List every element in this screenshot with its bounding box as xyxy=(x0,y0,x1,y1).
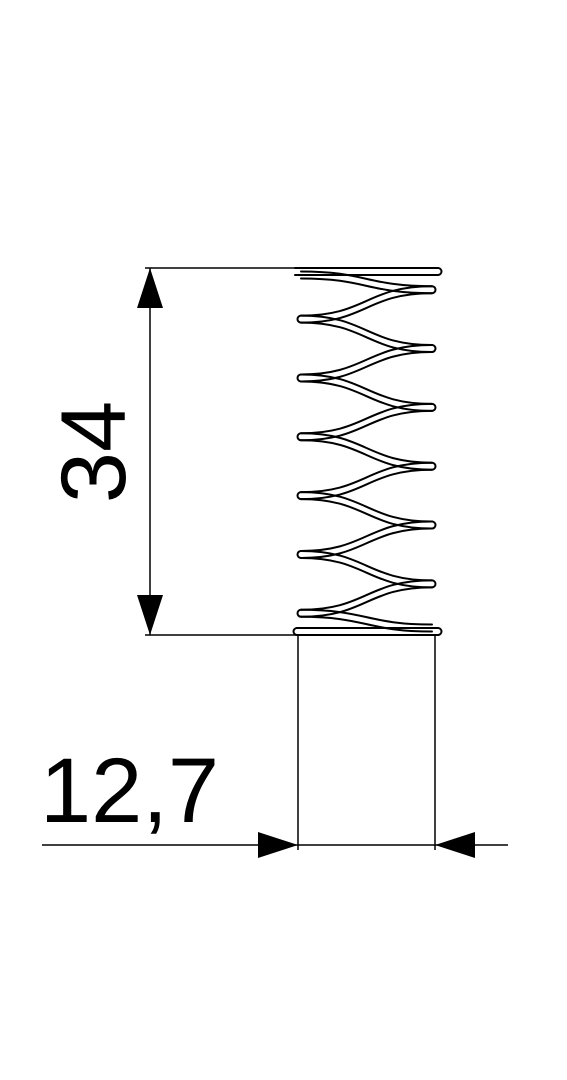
spring-coil-turn xyxy=(296,373,302,383)
spring-wire-segment xyxy=(300,461,433,501)
spring-coil-turn xyxy=(296,314,302,324)
spring-coil-turn xyxy=(296,432,302,442)
spring-bottom-end-cap-right xyxy=(437,627,443,636)
spring-wire-segment xyxy=(300,373,433,412)
height-dimension: 34 xyxy=(43,267,297,636)
spring-coil-turn xyxy=(296,491,302,501)
diameter-arrowhead-right xyxy=(435,832,475,858)
spring-wire-segment xyxy=(300,314,433,354)
spring-coils xyxy=(296,270,437,633)
spring-wire-segment xyxy=(300,491,433,530)
spring-wire-segment xyxy=(300,579,433,618)
spring-top-end-cap xyxy=(437,267,443,276)
spring-coil-turn xyxy=(431,285,437,295)
compression-spring xyxy=(292,267,443,636)
spring-wire-segment xyxy=(300,402,433,442)
spring-wire-segment xyxy=(300,608,433,633)
spring-wire-segment xyxy=(300,344,433,383)
spring-wire-segment xyxy=(300,520,433,559)
height-arrowhead-bottom xyxy=(137,595,163,635)
spring-coil-turn xyxy=(431,579,437,589)
height-dimension-label: 34 xyxy=(43,401,145,503)
spring-wire-segment xyxy=(300,270,433,295)
spring-coil-turn xyxy=(431,402,437,412)
spring-coil-turn xyxy=(431,344,437,354)
spring-coil-turn xyxy=(296,608,302,618)
diameter-arrowhead-left xyxy=(258,832,298,858)
spring-coil-turn xyxy=(431,520,437,530)
spring-bottom-end-cap-left xyxy=(292,627,298,636)
diameter-dimension-label: 12,7 xyxy=(40,740,219,842)
diameter-dimension: 12,7 xyxy=(40,635,508,858)
spring-coil-turn xyxy=(431,461,437,471)
spring-wire-segment xyxy=(300,285,433,324)
spring-coil-turn xyxy=(296,549,302,559)
height-arrowhead-top xyxy=(137,268,163,308)
spring-wire-segment xyxy=(300,432,433,471)
spring-wire-segment xyxy=(300,549,433,589)
